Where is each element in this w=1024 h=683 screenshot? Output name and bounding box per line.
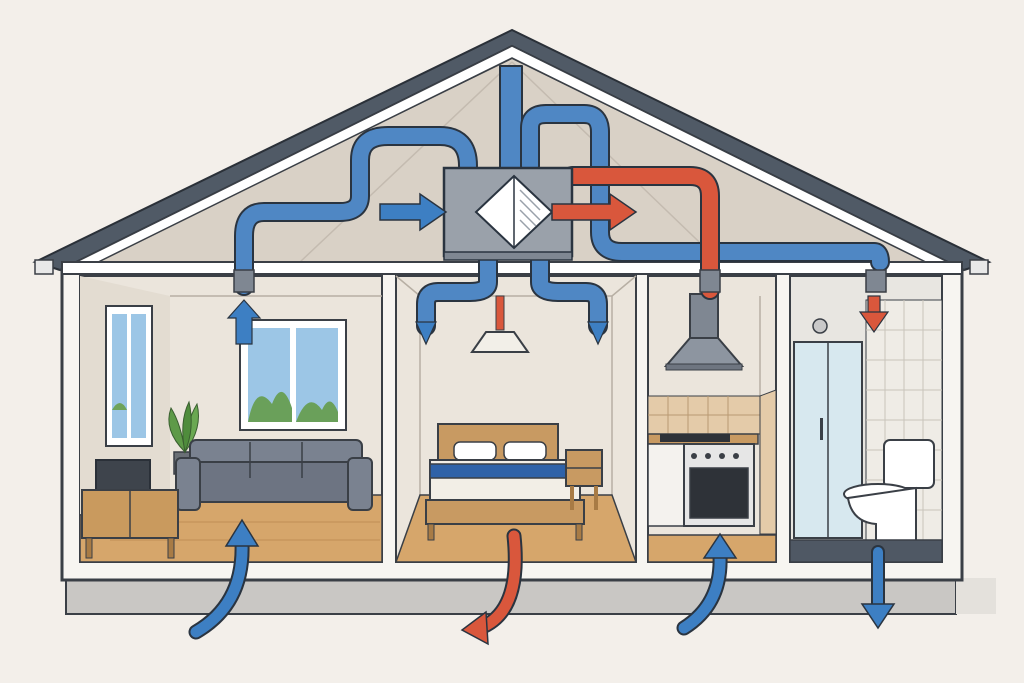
cooktop — [660, 434, 730, 442]
diamond-heat-exchanger-icon — [474, 174, 554, 250]
living-room-supply-arrow-icon — [226, 299, 262, 345]
nightstand-icon — [565, 449, 603, 510]
ceiling-slab — [61, 261, 963, 275]
bathroom — [789, 275, 943, 563]
stale-air-exhaust-arrow-icon — [460, 528, 523, 646]
foundation — [65, 577, 996, 615]
cabinet — [647, 443, 685, 527]
ceiling-lamp-icon — [470, 295, 530, 353]
tile-floor — [789, 539, 943, 563]
bathroom-drain-arrow-icon — [860, 545, 896, 630]
bed-icon — [425, 423, 585, 541]
tv-stand-icon — [81, 459, 179, 559]
bedroom-supply-arrow-right-icon — [587, 321, 609, 346]
roof — [32, 28, 992, 275]
fresh-air-intake-arrow-icon — [188, 518, 260, 640]
exhaust-ducts — [562, 166, 720, 300]
bedroom-supply-arrow-left-icon — [415, 321, 437, 346]
arrow-into-unit-icon — [379, 192, 448, 232]
duct-vents — [233, 269, 887, 293]
range-hood-icon — [663, 293, 745, 371]
back-window — [239, 319, 347, 431]
side-window — [105, 305, 153, 447]
toilet-icon — [843, 439, 935, 545]
living-room — [79, 275, 383, 563]
bathroom-extract-arrow-icon — [858, 295, 890, 334]
oven-icon — [683, 443, 755, 527]
supply-ducts — [234, 65, 890, 336]
kitchen-intake-arrow-icon — [676, 532, 738, 636]
arrow-out-of-unit-icon — [551, 192, 638, 232]
sofa-icon — [175, 439, 373, 511]
kitchen — [647, 275, 777, 563]
